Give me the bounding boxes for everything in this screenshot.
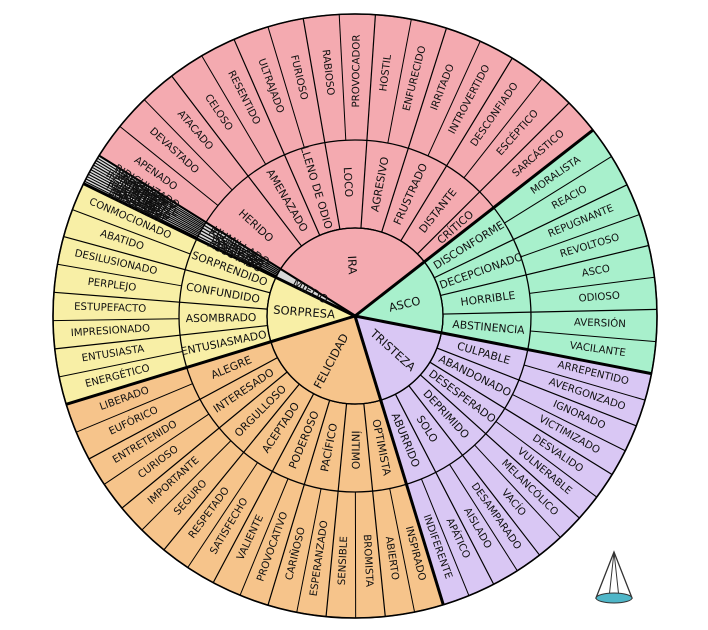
outer-divider-sorpresa [57, 263, 182, 287]
outer-label-sorpresa: ESTUPEFACTO [74, 302, 147, 315]
mid-label-felicidad: ÍNTIMO [349, 431, 362, 470]
outer-label-felicidad: BROMISTA [361, 534, 375, 587]
mid-divider-ira [381, 27, 448, 233]
mid-divider-ira [416, 102, 570, 255]
mid-divider-felicidad [267, 400, 331, 606]
mid-label-sorpresa: ASOMBRADO [186, 311, 257, 325]
mid-divider-felicidad [88, 357, 278, 460]
mid-divider-miedo [90, 169, 279, 274]
mid-divider-asco [442, 308, 657, 315]
outer-divider-tristeza [449, 464, 518, 571]
core-label-sorpresa: SORPRESA [273, 303, 336, 322]
outer-divider-asco [529, 276, 655, 294]
cone-icon [595, 550, 633, 604]
outer-divider-felicidad [103, 413, 210, 485]
outer-divider-asco [530, 330, 656, 343]
outer-divider-felicidad [296, 488, 322, 613]
mid-divider-ira [400, 57, 513, 242]
mid-divider-ira [233, 39, 321, 236]
outer-divider-miedo [94, 162, 204, 228]
mid-divider-ira [302, 18, 341, 230]
mid-divider-ira [171, 75, 303, 247]
outer-label-ira: RABIOSO [319, 49, 335, 96]
outer-divider-ira [387, 19, 412, 144]
outer-divider-asco [520, 214, 640, 258]
outer-divider-miedo [97, 157, 206, 225]
cone-outline [595, 550, 633, 599]
family-divider-tristeza [354, 314, 652, 376]
emotion-wheel-wedges [52, 13, 658, 619]
outer-divider-tristeza [495, 421, 598, 498]
core-label-ira: IRA [345, 255, 360, 275]
family-divider-miedo [82, 182, 356, 318]
mid-divider-tristeza [419, 374, 580, 519]
outer-divider-sorpresa [59, 350, 183, 378]
outer-divider-felicidad [389, 488, 416, 613]
mid-label-asco: ABSTINENCIA [452, 318, 526, 337]
outer-divider-ira [267, 26, 305, 148]
mid-divider-felicidad [212, 393, 315, 583]
outer-label-felicidad: SENSIBLE [337, 536, 350, 586]
mid-divider-miedo [93, 164, 280, 273]
outer-label-asco: ASCO [581, 264, 611, 280]
mid-divider-tristeza [429, 361, 613, 476]
outer-divider-felicidad [239, 478, 289, 596]
family-divider-sorpresa [65, 314, 356, 406]
outer-divider-felicidad [187, 462, 258, 568]
outer-divider-felicidad [76, 383, 193, 433]
inner-ring [266, 227, 444, 405]
outer-label-asco: ODIOSO [578, 291, 620, 305]
cone-base [595, 592, 633, 604]
outer-divider-asco [504, 156, 612, 224]
outer-divider-ira [119, 126, 219, 206]
family-divider-felicidad [353, 315, 445, 606]
outer-label-ira: PROVOCADOR [351, 35, 363, 108]
outer-divider-felicidad [141, 440, 232, 531]
cone-lines [608, 551, 620, 599]
mid-divider-sorpresa [63, 235, 271, 294]
mid-divider-miedo [95, 159, 280, 272]
outer-divider-ira [427, 40, 481, 157]
mid-divider-felicidad [121, 371, 288, 509]
mid-divider-sorpresa [53, 291, 268, 310]
mid-divider-felicidad [163, 383, 300, 551]
mid-divider-asco [434, 184, 628, 279]
middle-ring [178, 139, 532, 493]
mid-divider-miedo [88, 173, 278, 276]
mid-divider-tristeza [436, 347, 637, 427]
outer-divider-sorpresa [53, 318, 180, 322]
outer-ring [52, 13, 658, 619]
outer-divider-tristeza [474, 444, 561, 538]
outer-divider-miedo [89, 171, 201, 233]
mid-divider-tristeza [394, 393, 495, 585]
family-divider-asco [354, 128, 594, 318]
outer-divider-tristeza [420, 478, 470, 596]
outer-divider-ira [463, 78, 543, 179]
outer-label-ira: HOSTIL [378, 54, 394, 92]
mid-label-ira: LOCO [341, 167, 356, 198]
outer-divider-tristeza [523, 364, 646, 401]
outer-divider-miedo [86, 176, 200, 236]
mid-divider-asco [440, 244, 649, 297]
mid-divider-miedo [85, 178, 277, 277]
outer-divider-ira [338, 14, 347, 141]
outer-divider-ira [143, 99, 233, 191]
mid-divider-felicidad [325, 403, 348, 617]
outer-divider-ira [201, 55, 267, 165]
outer-divider-miedo [84, 180, 198, 238]
outer-divider-sorpresa [72, 209, 191, 255]
outer-label-sorpresa: IMPRESIONADO [71, 323, 151, 339]
mid-divider-tristeza [408, 385, 541, 556]
mid-divider-ira [360, 14, 377, 229]
mid-divider-sorpresa [54, 324, 268, 350]
outer-label-asco: AVERSIÓN [574, 315, 626, 330]
outer-divider-miedo [91, 166, 203, 230]
mid-divider-felicidad [363, 403, 386, 617]
outer-divider-tristeza [512, 394, 626, 452]
